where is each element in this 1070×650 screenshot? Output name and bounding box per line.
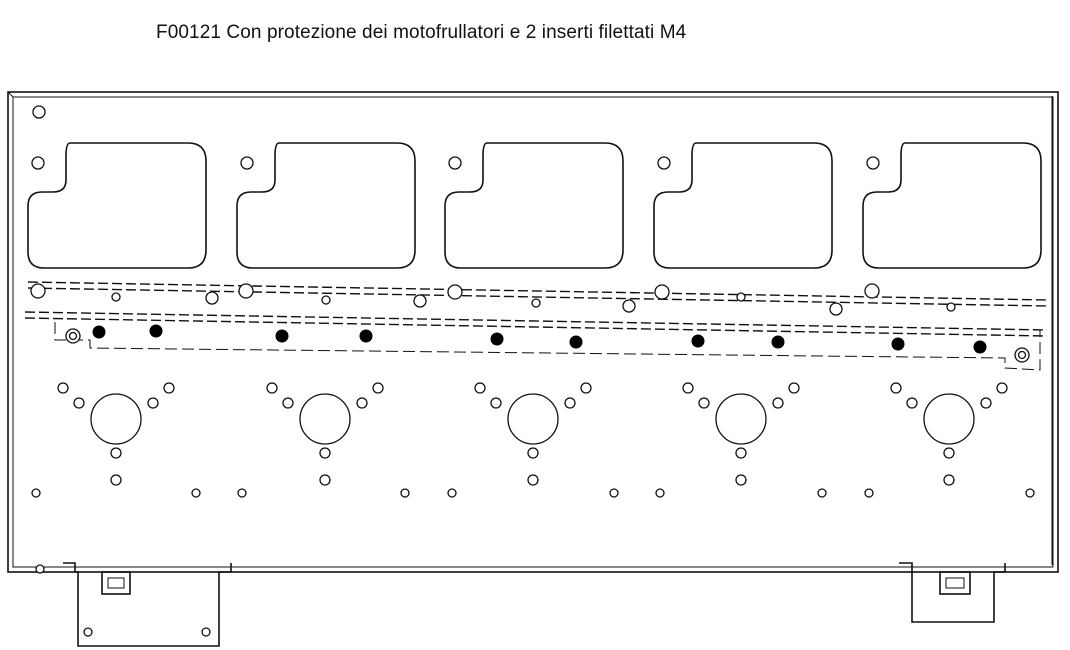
motor-shaft-hole (507, 393, 559, 445)
mount-screw-hole (319, 447, 331, 459)
mounting-hole (447, 284, 463, 300)
insert-dot (92, 325, 106, 339)
motor-cutout (862, 142, 1042, 269)
insert-dot (149, 324, 163, 338)
mount-screw-hole (772, 397, 784, 409)
mounting-hole (946, 302, 956, 312)
edge-hole (191, 488, 201, 498)
mount-screw-hole (110, 447, 122, 459)
mount-screw-hole (890, 382, 902, 394)
motor-shaft-hole (90, 393, 142, 445)
motor-cutout (27, 142, 207, 269)
cutout-hole (657, 156, 671, 170)
bottom-holes (31, 488, 1035, 498)
cutouts (27, 105, 1042, 269)
insert-dot (973, 340, 987, 354)
mount-screw-hole (372, 382, 384, 394)
insert-dot (691, 334, 705, 348)
mount-screw-hole (490, 397, 502, 409)
edge-hole (447, 488, 457, 498)
edge-hole (31, 488, 41, 498)
mounting-hole (238, 283, 254, 299)
insert-dot (275, 329, 289, 343)
threaded-insert-right (1014, 347, 1030, 363)
cutout-hole (448, 156, 462, 170)
bracket-right (899, 562, 1006, 623)
mount-screw-hole (57, 382, 69, 394)
edge-hole (817, 488, 827, 498)
threaded-insert-dots (92, 324, 987, 354)
mount-screw-hole (319, 474, 331, 486)
edge-hole (237, 488, 247, 498)
motor-cutout (236, 142, 416, 269)
corner-hole (32, 105, 46, 119)
cutout-hole (31, 156, 45, 170)
mount-screw-hole (906, 397, 918, 409)
motor-cutout (444, 142, 624, 269)
mount-screw-hole (73, 397, 85, 409)
bracket-left (35, 562, 232, 647)
mounting-hole (864, 283, 880, 299)
insert-dot (359, 329, 373, 343)
mount-screw-hole (980, 397, 992, 409)
mount-screw-hole (735, 447, 747, 459)
drawing-caption: F00121 Con protezione dei motofrullatori… (156, 22, 687, 43)
panel-outline (7, 91, 1059, 573)
motor-cutout (653, 142, 833, 269)
motor-shaft-hole (299, 393, 351, 445)
mount-screw-hole (527, 447, 539, 459)
mounting-hole (321, 295, 331, 305)
insert-dot (490, 332, 504, 346)
upper-holes (30, 283, 956, 316)
mounting-hole (654, 284, 670, 300)
mounting-hole (413, 294, 427, 308)
mount-screw-hole (943, 474, 955, 486)
mount-screw-hole (564, 397, 576, 409)
mount-screw-hole (996, 382, 1008, 394)
edge-hole (864, 488, 874, 498)
mount-screw-hole (356, 397, 368, 409)
mount-screw-hole (474, 382, 486, 394)
mounting-hole (111, 292, 121, 302)
mounting-hole (829, 302, 843, 316)
mount-screw-hole (788, 382, 800, 394)
insert-dot (771, 335, 785, 349)
threaded-insert-left (65, 328, 81, 344)
edge-hole (1025, 488, 1035, 498)
mount-screw-hole (147, 397, 159, 409)
mounting-hole (622, 299, 636, 313)
guard-strip (24, 281, 1048, 371)
mount-screw-hole (527, 474, 539, 486)
mounting-hole (736, 292, 746, 302)
motor-shaft-hole (923, 393, 975, 445)
mount-screw-hole (943, 447, 955, 459)
mount-screw-hole (580, 382, 592, 394)
cutout-hole (240, 156, 254, 170)
edge-hole (400, 488, 410, 498)
motor-mounts (57, 382, 1008, 486)
mount-screw-hole (682, 382, 694, 394)
insert-dot (569, 335, 583, 349)
mount-screw-hole (282, 397, 294, 409)
edge-hole (609, 488, 619, 498)
mount-screw-hole (163, 382, 175, 394)
edge-hole (655, 488, 665, 498)
mounting-hole (205, 291, 219, 305)
mount-screw-hole (698, 397, 710, 409)
cutout-hole (866, 156, 880, 170)
mounting-hole (531, 298, 541, 308)
insert-dot (891, 337, 905, 351)
mounting-hole (30, 283, 46, 299)
mount-screw-hole (735, 474, 747, 486)
motor-shaft-hole (715, 393, 767, 445)
mount-screw-hole (110, 474, 122, 486)
mount-screw-hole (266, 382, 278, 394)
